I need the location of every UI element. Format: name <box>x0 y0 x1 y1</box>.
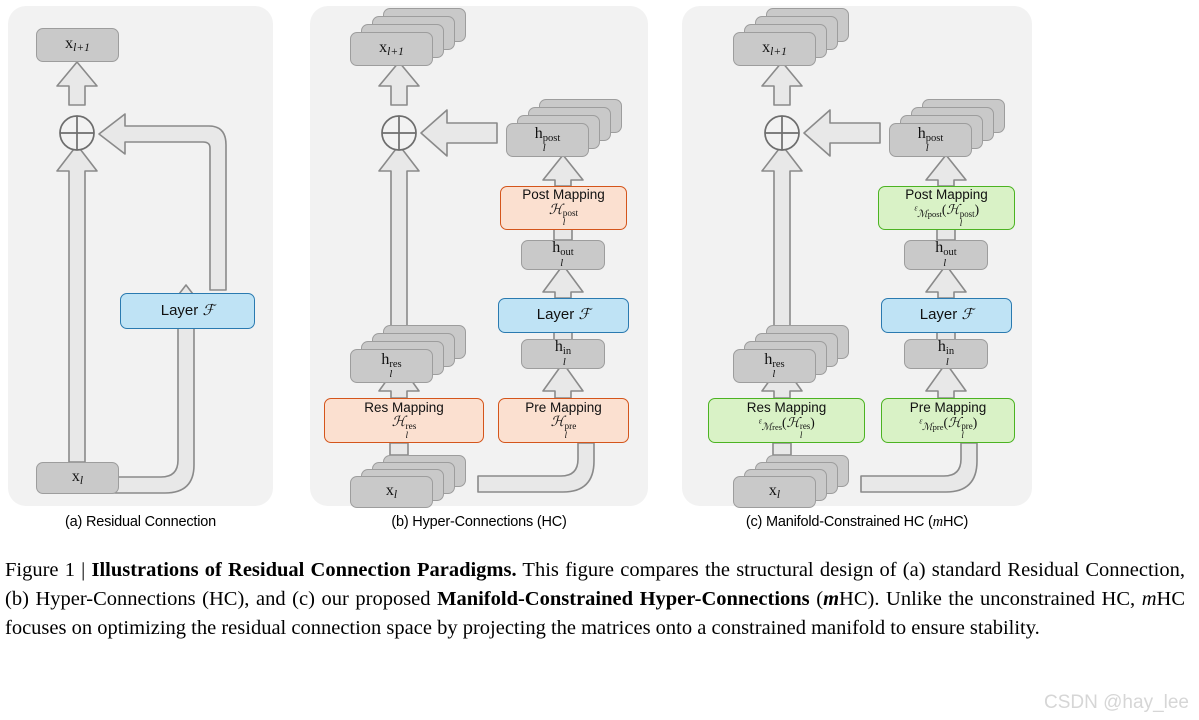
node-x-in-stack-b: xl <box>350 455 466 510</box>
subcaption-panel-c: (c) Manifold-Constrained HC (mHC) <box>682 514 1032 531</box>
panel-residual-connection <box>8 6 273 506</box>
subcaption-panel-b: (b) Hyper-Connections (HC) <box>391 514 567 530</box>
node-x-next-a: xl+1 <box>36 28 119 62</box>
subcaption-c-suffix: HC) <box>942 514 969 530</box>
caption-lead: Figure 1 | <box>5 559 92 581</box>
caption-mid: ( <box>809 587 824 610</box>
node-x-next-stack-b: xl+1 <box>350 8 466 66</box>
node-layer-c: Layer ℱ <box>881 298 1012 333</box>
caption-body-2: HC focuses on optimizing the residual co… <box>5 587 1186 639</box>
caption-bold-title: Illustrations of Residual Connection Par… <box>91 559 517 581</box>
node-x-in-a: xl <box>36 462 119 494</box>
subcaption-c-italic-m: m <box>932 514 943 530</box>
caption-italic-m-2: m <box>1141 587 1157 610</box>
caption-body-1: This figure compares the structural desi… <box>5 559 1185 610</box>
node-x-next-stack-c: xl+1 <box>733 8 849 66</box>
node-x-in-stack-c: xl <box>733 455 849 510</box>
subcaption-panel-a: (a) Residual Connection <box>65 514 216 530</box>
figure-caption: Figure 1 | Illustrations of Residual Con… <box>5 556 1185 643</box>
node-layer-a: Layer ℱ <box>120 293 255 329</box>
caption-mid-2: HC). Unlike the unconstrained HC, <box>839 587 1142 610</box>
caption-italic-m: m <box>823 587 840 610</box>
watermark: CSDN @hay_lee <box>1044 692 1189 713</box>
caption-bold-term: Manifold-Constrained Hyper-Connections <box>437 587 810 610</box>
node-layer-b: Layer ℱ <box>498 298 629 333</box>
subcaption-c-prefix: (c) Manifold-Constrained HC ( <box>745 514 933 530</box>
